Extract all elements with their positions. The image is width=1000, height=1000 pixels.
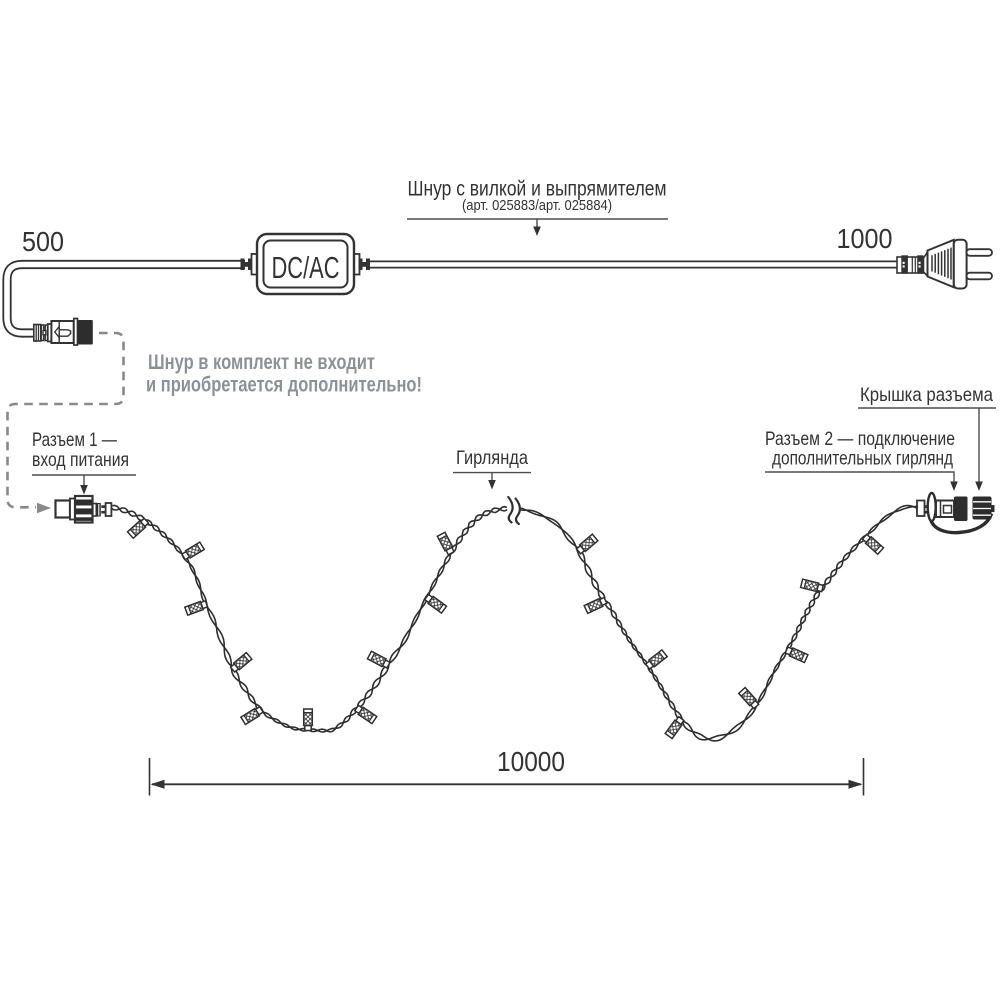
svg-text:вход питания: вход питания (32, 449, 129, 471)
svg-text:1000: 1000 (837, 223, 893, 254)
svg-text:Разъем 2 — подключение: Разъем 2 — подключение (765, 428, 955, 450)
svg-text:дополнительных гирлянд: дополнительных гирлянд (772, 448, 953, 470)
svg-text:и приобретается дополнительно!: и приобретается дополнительно! (146, 374, 422, 397)
svg-text:500: 500 (22, 226, 64, 257)
svg-text:Гирлянда: Гирлянда (456, 447, 528, 469)
svg-text:Крышка разъема: Крышка разъема (860, 384, 993, 406)
svg-text:10000: 10000 (497, 746, 565, 777)
svg-text:(арт. 025883/арт. 025884): (арт. 025883/арт. 025884) (462, 197, 612, 214)
svg-text:Шнур с вилкой и выпрямителем: Шнур с вилкой и выпрямителем (408, 177, 667, 201)
svg-text:Разъем 1 —: Разъем 1 — (32, 429, 117, 451)
svg-text:Шнур в комплект не входит: Шнур в комплект не входит (148, 351, 375, 374)
svg-text:DC/AC: DC/AC (272, 250, 340, 285)
